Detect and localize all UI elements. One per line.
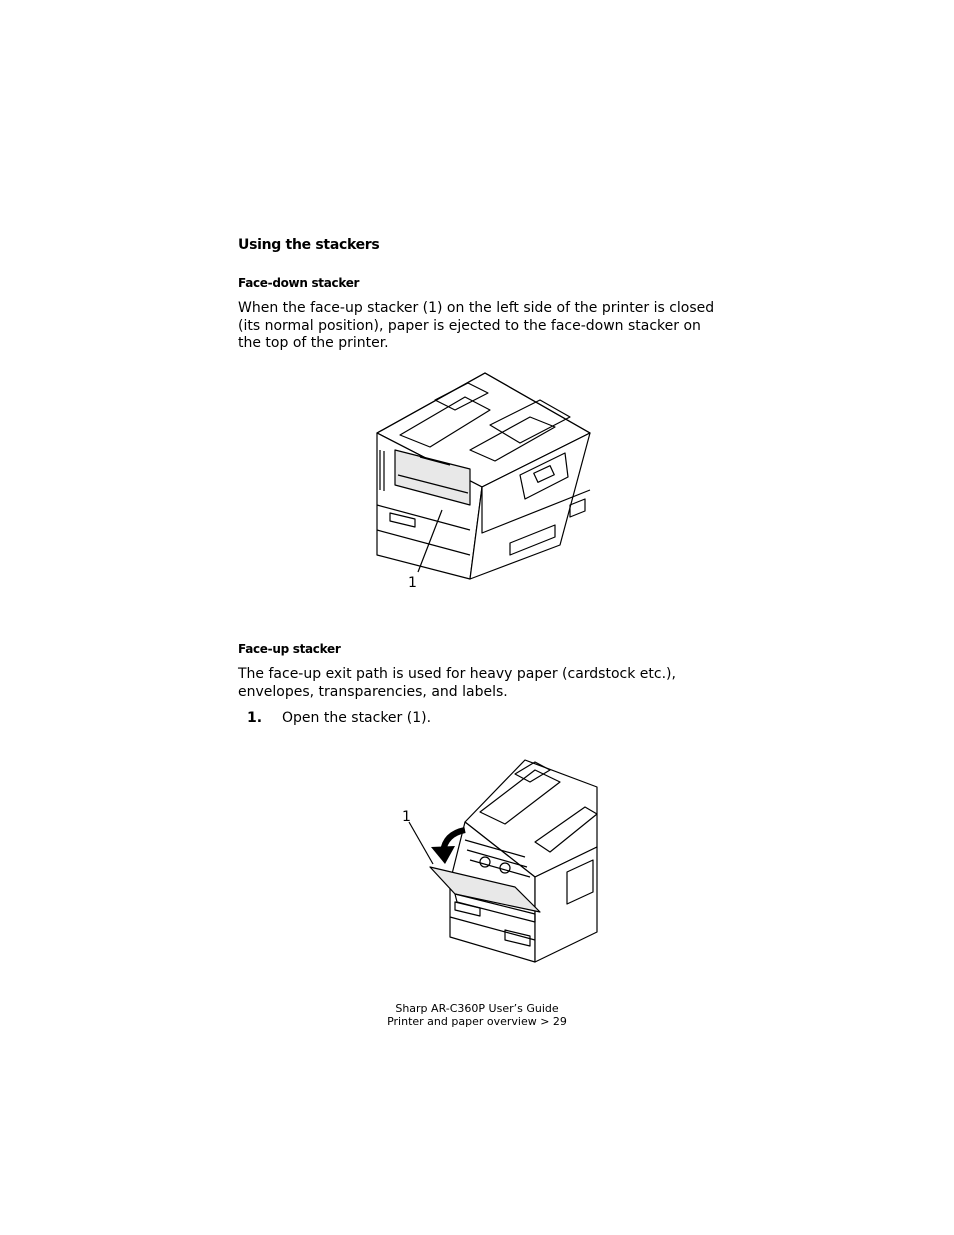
printer-closed-illustration: 1 (376, 372, 591, 590)
footer-page-info: Printer and paper overview > 29 (387, 1015, 567, 1028)
face-up-heading: Face-up stacker (238, 642, 341, 656)
footer-title: Sharp AR-C360P User’s Guide (395, 1002, 559, 1015)
step-text: Open the stacker (1). (282, 710, 432, 726)
section-title: Using the stackers (238, 237, 380, 253)
face-down-paragraph: When the face-up stacker (1) on the left… (238, 300, 715, 351)
step-number: 1. (247, 710, 263, 726)
face-down-heading: Face-down stacker (238, 276, 360, 290)
face-up-paragraph: The face-up exit path is used for heavy … (238, 666, 676, 700)
callout-number: 1 (408, 575, 417, 590)
printer-open-illustration: 1 (402, 759, 598, 963)
callout-number-open: 1 (402, 809, 411, 825)
